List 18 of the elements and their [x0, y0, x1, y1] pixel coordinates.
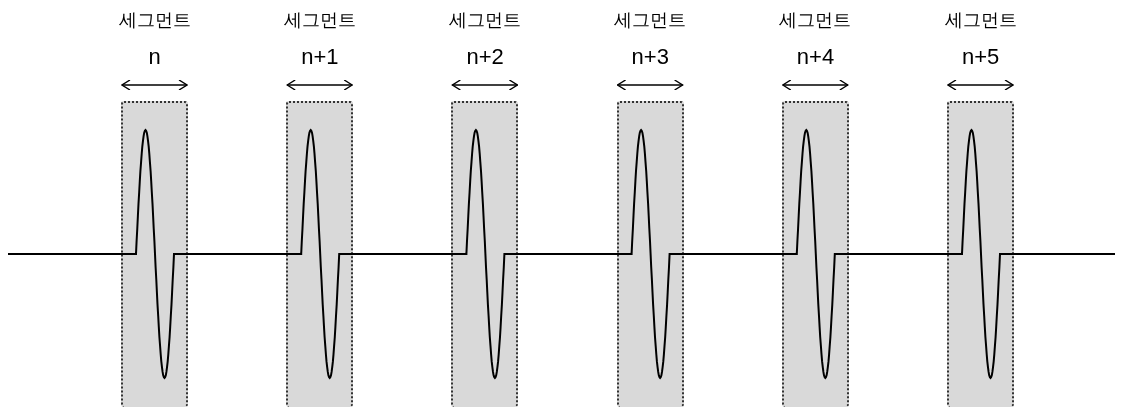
segment-index: n+3 — [631, 44, 669, 70]
segment-window — [947, 101, 1014, 407]
segment-index: n+5 — [962, 44, 1000, 70]
segment-heading: 세그먼트 — [448, 9, 521, 32]
segment-heading: 세그먼트 — [283, 9, 356, 32]
segment-index: n+2 — [466, 44, 504, 70]
segment-heading: 세그먼트 — [779, 9, 852, 32]
segment-heading: 세그먼트 — [944, 9, 1017, 32]
segment-window — [781, 101, 849, 407]
segment-window — [286, 101, 354, 407]
segment-heading: 세그먼트 — [118, 9, 191, 32]
segment-index: n+4 — [796, 44, 835, 70]
segment-window — [121, 101, 188, 407]
segment-window — [616, 101, 684, 407]
segment-window — [451, 101, 519, 407]
segment-heading: 세그먼트 — [614, 9, 687, 32]
segment-index: n+1 — [301, 44, 339, 70]
segment-index: n — [148, 44, 161, 70]
